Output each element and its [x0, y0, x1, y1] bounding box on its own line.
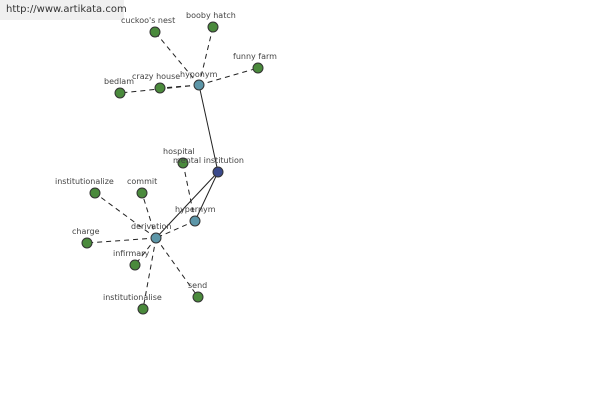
node-hyponym[interactable] — [193, 79, 205, 91]
edge-hypernym-to-derivation — [155, 220, 196, 239]
node-label-hyponym: hyponym — [180, 70, 218, 79]
node-booby-hatch[interactable] — [207, 21, 219, 33]
node-institutionalise[interactable] — [137, 303, 149, 315]
node-label-funny-farm: funny farm — [233, 52, 277, 61]
labels-layer: mental institution hyponym hypernym derivat… — [55, 11, 277, 302]
node-label-send: send — [188, 281, 207, 290]
edge-hyponym-to-funny-farm — [198, 67, 259, 86]
node-crazy-house[interactable] — [154, 82, 166, 94]
edge-derivation-to-institutionalise — [142, 237, 157, 310]
node-label-mental-institution: mental institution — [173, 156, 244, 165]
watermark-url: http://www.artikata.com — [0, 0, 127, 20]
edge-derivation-to-send — [155, 237, 199, 298]
node-charge[interactable] — [81, 237, 93, 249]
node-infirmary[interactable] — [129, 259, 141, 271]
edges-layer — [86, 26, 259, 310]
edge-derivation-to-institutionalize — [94, 192, 157, 239]
edge-hyponym-to-cuckoos-nest — [154, 31, 200, 86]
node-bedlam[interactable] — [114, 87, 126, 99]
node-funny-farm[interactable] — [252, 62, 264, 74]
node-label-commit: commit — [127, 177, 157, 186]
node-label-hypernym: hypernym — [175, 205, 216, 214]
edge-hyponym-to-booby-hatch — [198, 26, 214, 86]
node-cuckoos-nest[interactable] — [149, 26, 161, 38]
node-label-institutionalise: institutionalise — [103, 293, 162, 302]
node-label-cuckoos-nest: cuckoo's nest — [121, 16, 175, 25]
nodes-layer — [81, 21, 264, 315]
edge-mental-institution-to-derivation — [155, 171, 219, 239]
edge-mental-institution-to-hyponym — [198, 84, 219, 173]
node-institutionalize[interactable] — [89, 187, 101, 199]
edge-mental-institution-to-hypernym — [194, 171, 219, 222]
node-send[interactable] — [192, 291, 204, 303]
node-mental-institution[interactable] — [212, 166, 224, 178]
edge-hypernym-to-hospital — [182, 162, 196, 222]
edge-derivation-to-infirmary — [134, 237, 157, 266]
edge-derivation-to-commit — [141, 192, 157, 239]
node-derivation[interactable] — [150, 232, 162, 244]
node-hypernym[interactable] — [189, 215, 201, 227]
node-label-derivation: derivation — [131, 222, 171, 231]
node-commit[interactable] — [136, 187, 148, 199]
node-label-booby-hatch: booby hatch — [186, 11, 236, 20]
node-hospital[interactable] — [177, 157, 189, 169]
node-label-institutionalize: institutionalize — [55, 177, 114, 186]
node-label-infirmary: infirmary — [113, 249, 149, 258]
node-label-charge: charge — [72, 227, 100, 236]
node-label-hospital: hospital — [163, 147, 195, 156]
edge-derivation-to-charge — [86, 237, 157, 244]
node-label-bedlam: bedlam — [104, 77, 134, 86]
node-label-crazy-house: crazy house — [132, 72, 180, 81]
